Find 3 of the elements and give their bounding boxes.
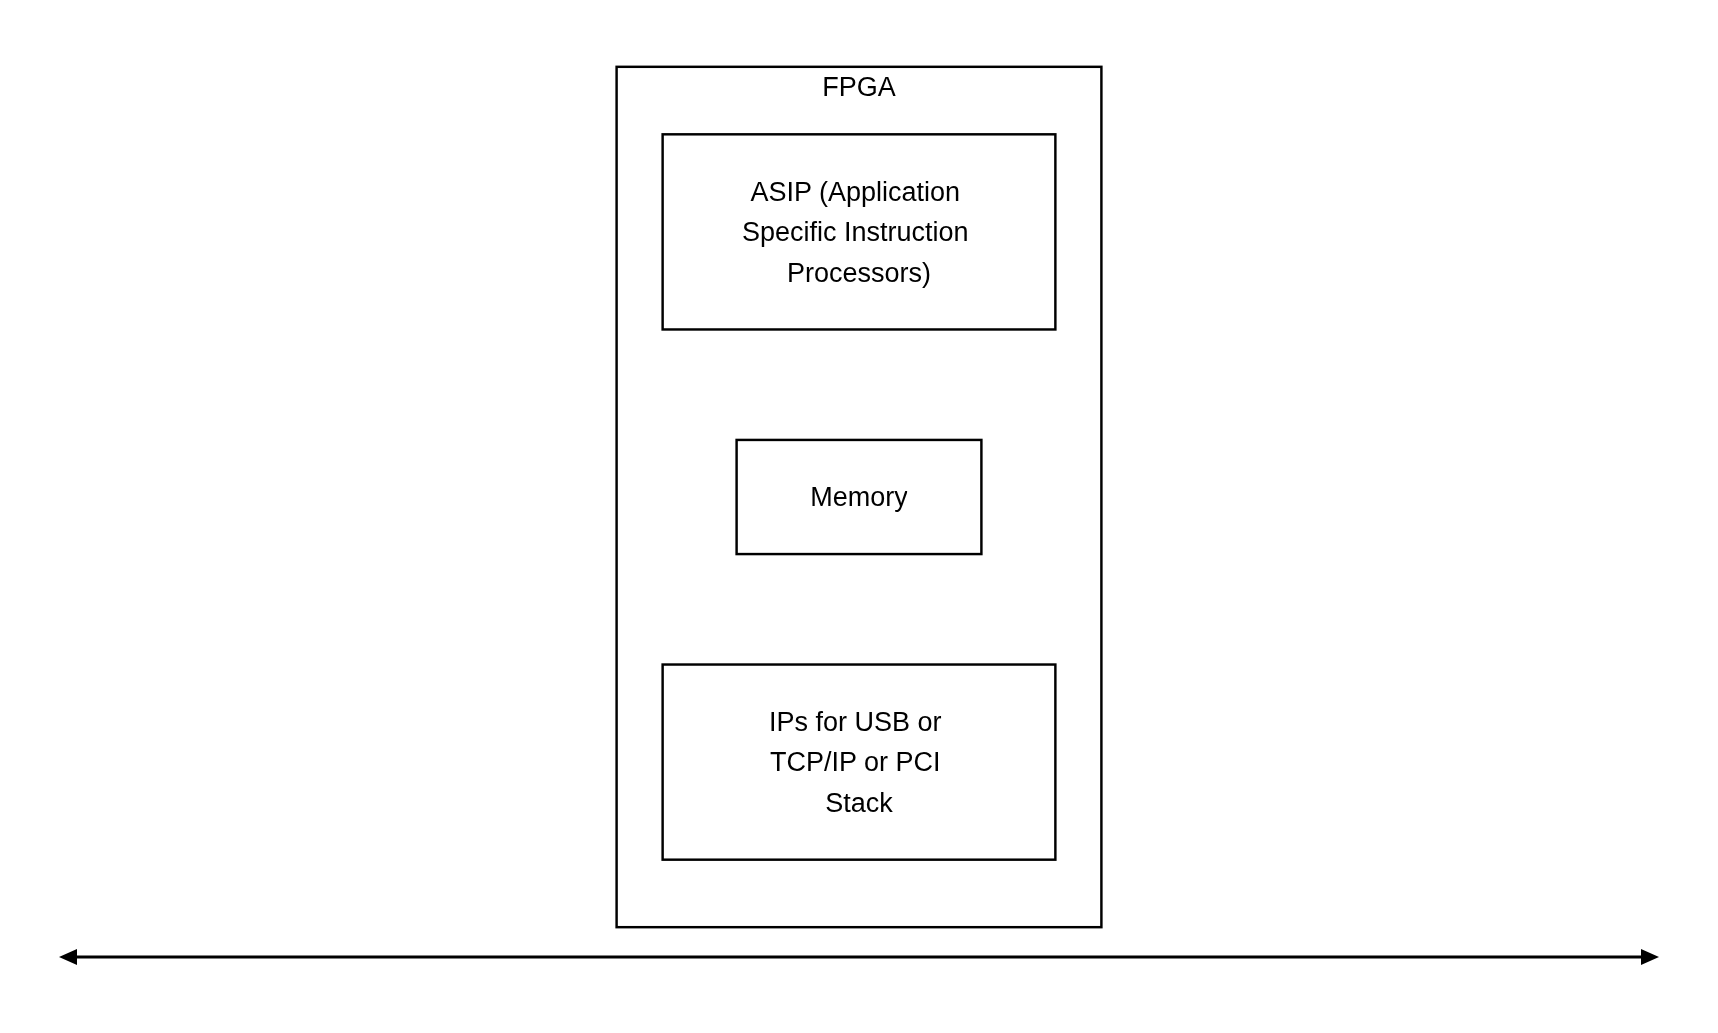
node-box: Memory: [735, 438, 983, 555]
node-box: IPs for USB or TCP/IP or PCI Stack: [661, 662, 1057, 861]
node-box: ASIP (Application Specific Instruction Processors): [661, 132, 1057, 331]
